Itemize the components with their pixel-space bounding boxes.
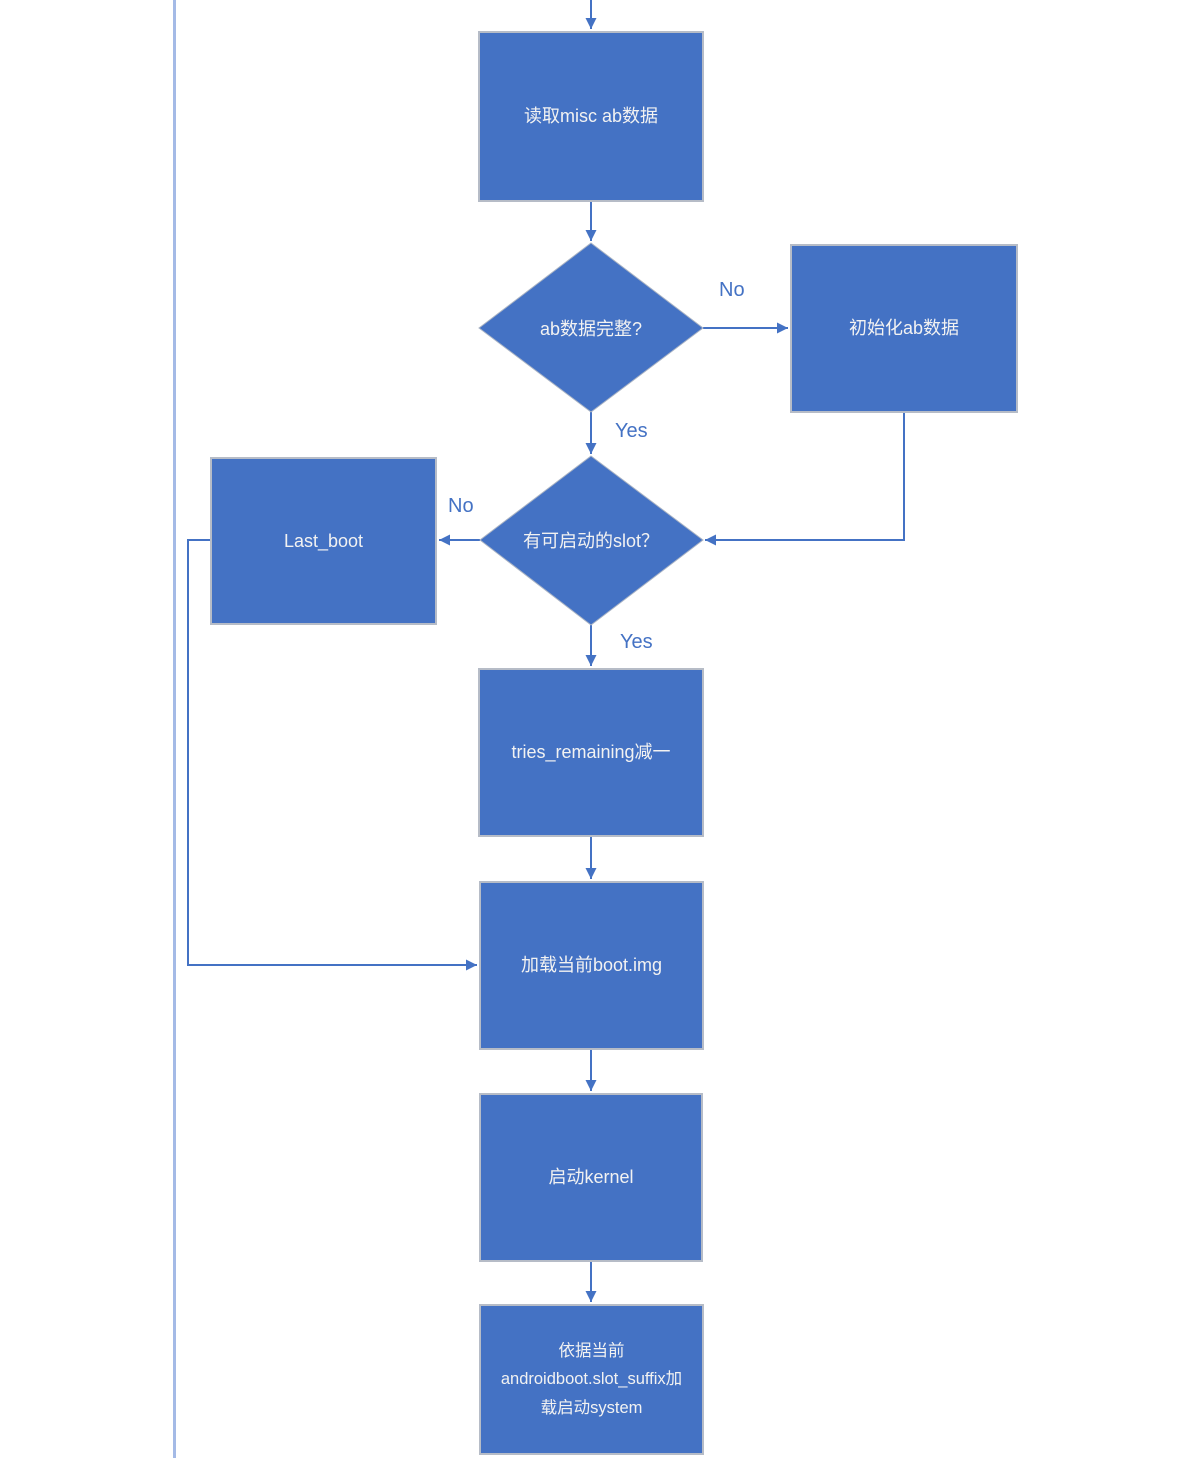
edge-label-no-bootable-slot: No	[448, 495, 474, 517]
node-read-misc-ab: 读取misc ab数据	[478, 31, 704, 202]
edge-label-yes-ab-complete: Yes	[615, 420, 648, 442]
edge-label-yes-bootable-slot: Yes	[620, 631, 653, 653]
node-ab-data-complete-diamond	[478, 242, 704, 413]
node-last-boot: Last_boot	[210, 457, 437, 625]
node-load-system: 依据当前 androidboot.slot_suffix加 载启动system	[479, 1304, 704, 1455]
node-init-ab-data: 初始化ab数据	[790, 244, 1018, 413]
edge-init-to-slot	[705, 413, 905, 546]
node-tries-remaining-decrement: tries_remaining减一	[478, 668, 704, 837]
node-bootable-slot-diamond	[479, 455, 704, 626]
node-load-current-boot-img: 加载当前boot.img	[479, 881, 704, 1050]
edge-last-boot-to-load-boot	[187, 539, 477, 971]
node-start-kernel: 启动kernel	[479, 1093, 703, 1262]
page-guide-line	[173, 0, 176, 1458]
edge-label-no-ab-complete: No	[719, 279, 745, 301]
